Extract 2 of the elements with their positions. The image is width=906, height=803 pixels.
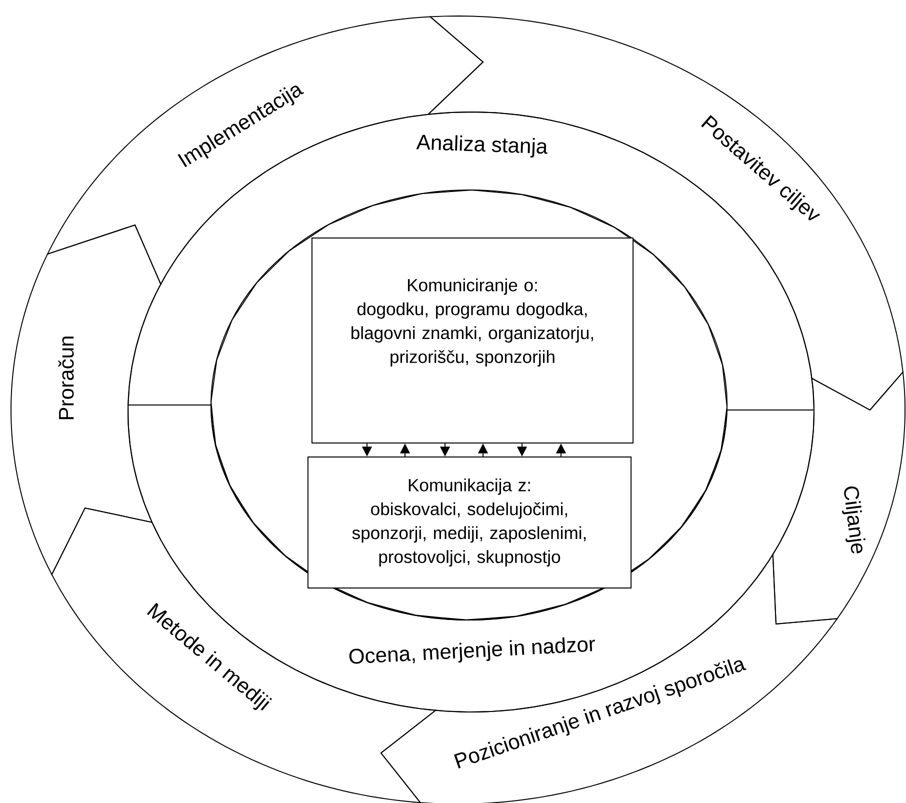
text-box: Komunikacija z: obiskovalci, sodelujočimi, sponzorji, mediji, zaposlenimi, prostovoljci, skupnostjo xyxy=(307,456,632,589)
text-box: Komuniciranje o: dogodku, programu dogodka, blagovni znamki, organizatorju, prizorišču, sponzorjih xyxy=(311,237,634,444)
